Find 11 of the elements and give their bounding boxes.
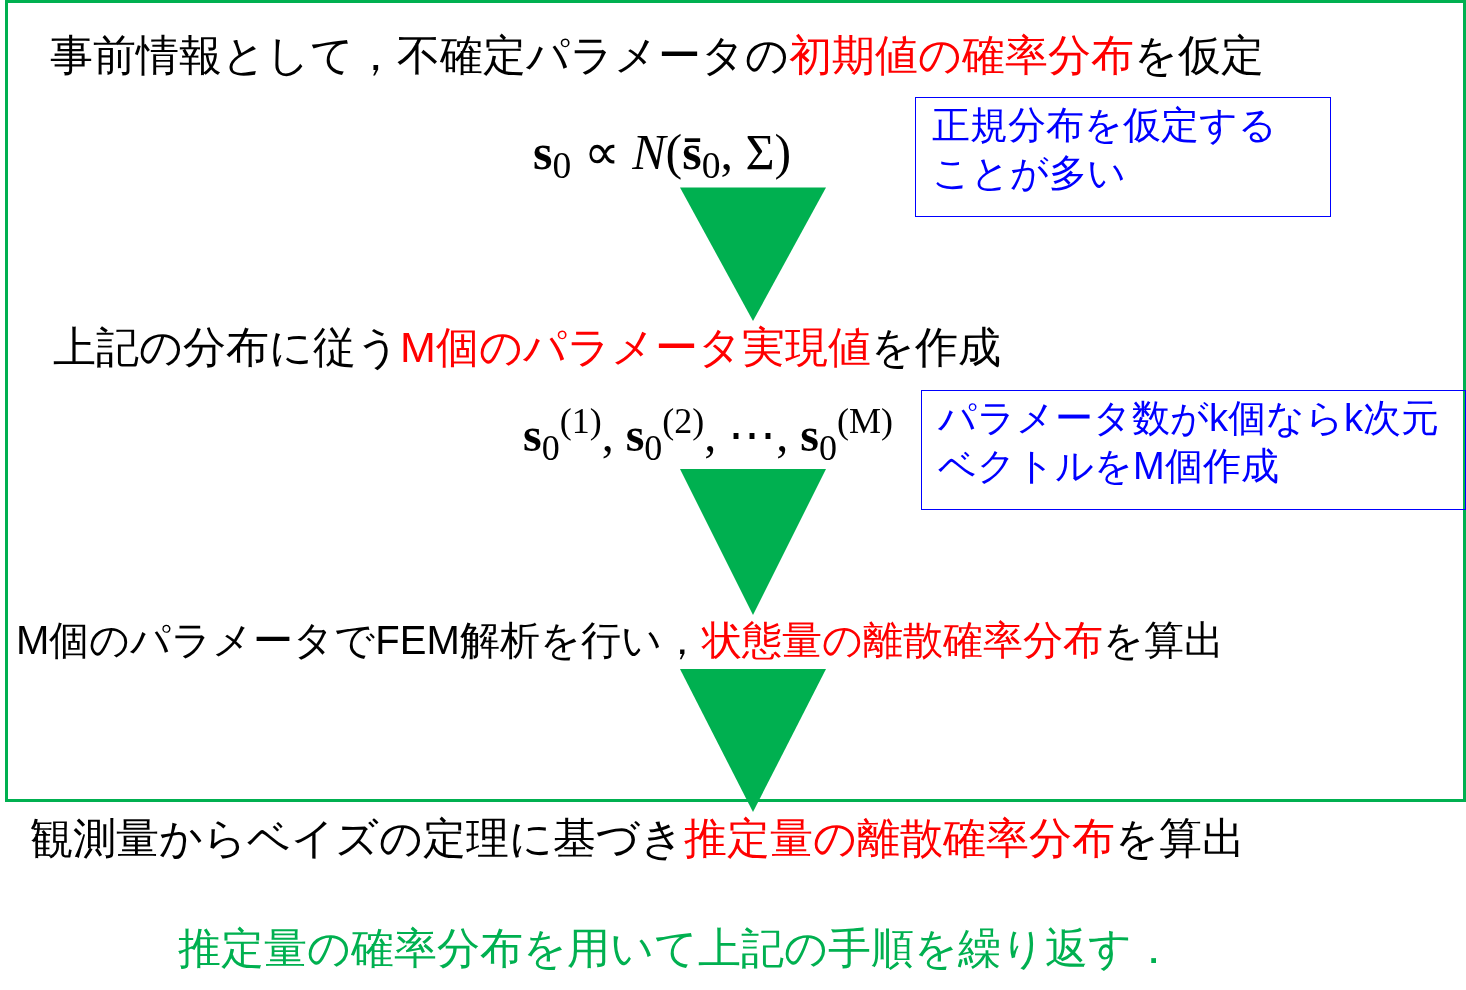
arrow [680, 187, 826, 321]
step-text: 事前情報として，不確定パラメータの初期値の確率分布を仮定 [50, 29, 1264, 83]
note-text: 推定量の確率分布を用いて上記の手順を繰り返す． [178, 923, 1175, 974]
arrow [680, 469, 826, 615]
note-box: パラメータ数がk個ならk次元ベクトルをM個作成 [921, 390, 1466, 510]
arrow [680, 669, 826, 812]
frame-box [5, 0, 1466, 802]
step-text: M個のパラメータでFEM解析を行い，状態量の離散確率分布を算出 [16, 615, 1224, 665]
step-text: 観測量からベイズの定理に基づき推定量の離散確率分布を算出 [30, 812, 1245, 866]
formula: s$_{0}$ ∝ N(s̄$_{0}$, Σ) [533, 121, 792, 184]
note-box: 正規分布を仮定することが多い [915, 97, 1331, 217]
